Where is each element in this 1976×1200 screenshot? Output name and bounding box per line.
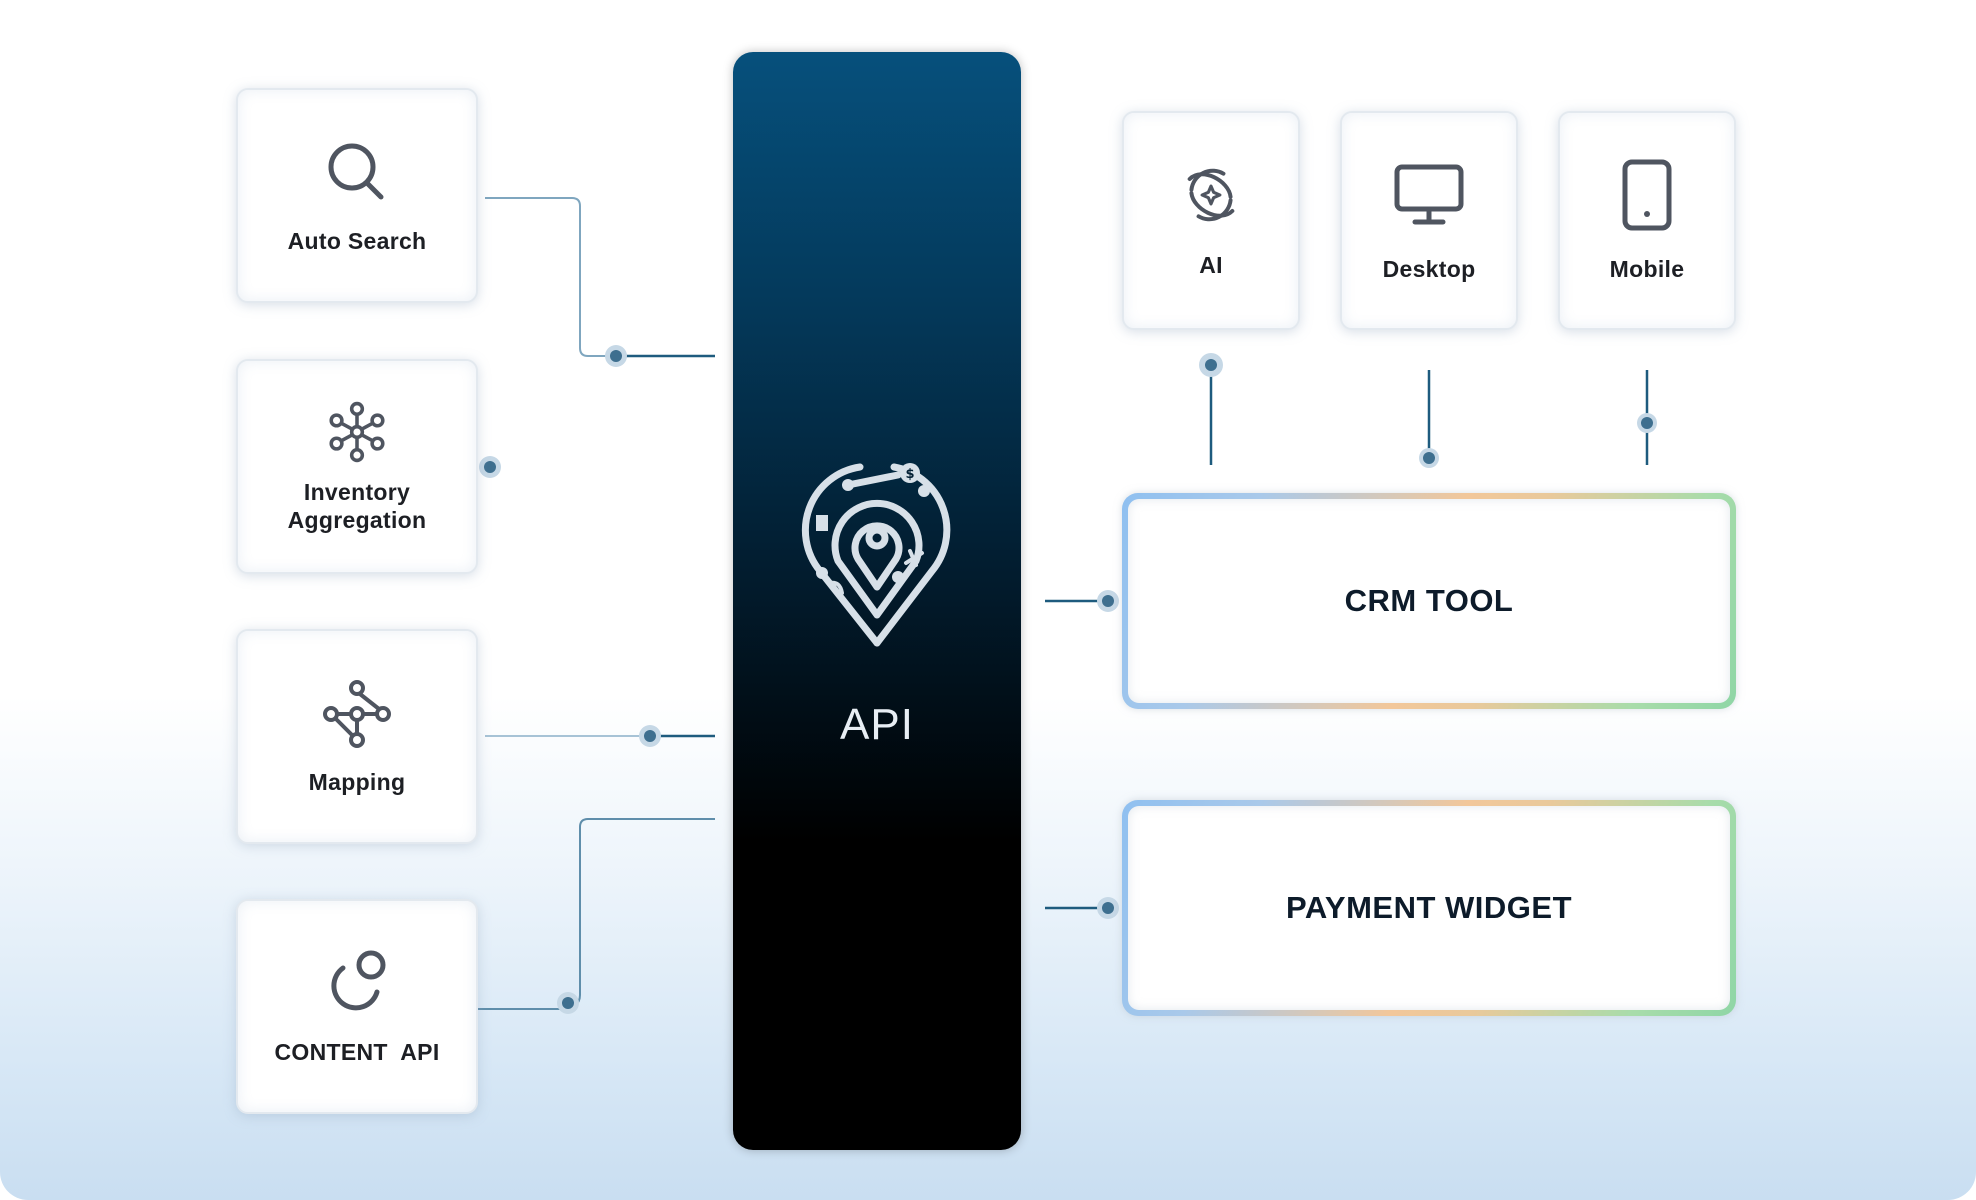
card-mapping: Mapping [236, 629, 478, 844]
card-desktop: Desktop [1340, 111, 1518, 330]
payment-widget-panel: PAYMENT WIDGET [1122, 800, 1736, 1016]
card-label: Desktop [1382, 255, 1476, 282]
desktop-monitor-icon [1394, 164, 1464, 224]
card-label: Inventory Aggregation [287, 478, 427, 533]
card-auto-search: Auto Search [236, 88, 478, 303]
mobile-phone-icon [1622, 159, 1672, 230]
api-label: API [840, 700, 914, 749]
card-inventory-aggregation: Inventory Aggregation [236, 359, 478, 574]
ai-orbit-icon [1187, 168, 1235, 221]
card-mobile: Mobile [1558, 111, 1736, 330]
payment-widget-label: PAYMENT WIDGET [1128, 806, 1730, 1010]
node-graph-icon [323, 679, 391, 748]
svg-text:$: $ [905, 467, 914, 482]
location-pin-logo: $ [801, 463, 951, 647]
search-icon [328, 143, 384, 199]
crm-tool-label: CRM TOOL [1128, 499, 1730, 703]
card-label: Mapping [308, 768, 406, 795]
network-hub-icon [329, 401, 385, 462]
card-content-api: CONTENT API [236, 899, 478, 1114]
card-label: AI [1199, 251, 1223, 278]
api-column [733, 52, 1021, 1150]
card-label: Auto Search [287, 227, 427, 254]
content-circles-icon [331, 950, 386, 1010]
crm-tool-panel: CRM TOOL [1122, 493, 1736, 709]
card-ai: AI [1122, 111, 1300, 330]
card-label: Mobile [1609, 255, 1685, 282]
card-label: CONTENT API [274, 1038, 440, 1065]
